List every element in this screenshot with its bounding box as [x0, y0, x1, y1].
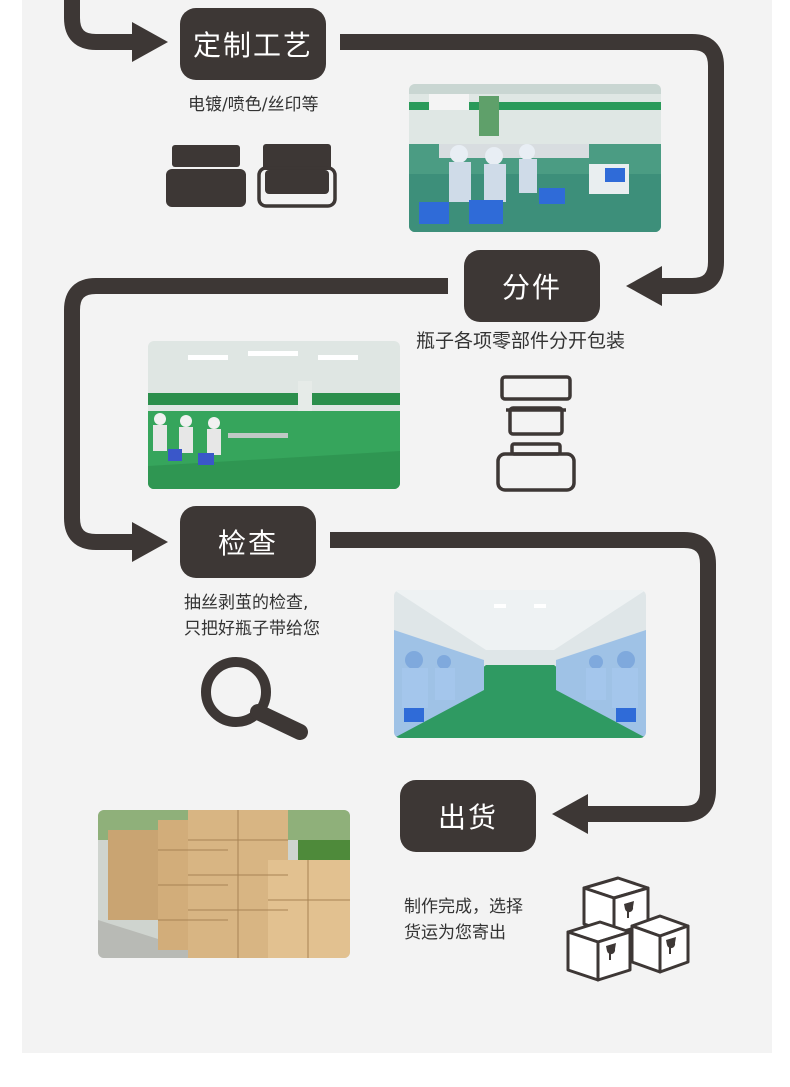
step-custom-craft: 定制工艺 [180, 8, 326, 80]
photo-factory-workshop [409, 84, 661, 232]
arrow-left-1 [626, 266, 662, 306]
step-inspect-desc-1: 抽丝剥茧的检查, [184, 593, 309, 613]
step-ship-desc-2: 货运为您寄出 [404, 923, 506, 943]
step-custom-craft-desc: 电镀/喷色/丝印等 [188, 95, 319, 115]
photo-cartons [98, 810, 350, 958]
jar-parts-icon [496, 375, 576, 492]
step-ship: 出货 [400, 780, 536, 852]
jar-lids-icon [166, 144, 337, 208]
step-ship-desc-1: 制作完成，选择 [404, 897, 523, 917]
step-inspect: 检查 [180, 506, 316, 578]
photo-inspection-line [394, 590, 646, 738]
fragile-boxes-icon [566, 876, 690, 982]
step-separate-desc: 瓶子各项零部件分开包装 [416, 330, 626, 352]
arrow-right-2 [132, 522, 168, 562]
arrow-left-2 [552, 794, 588, 834]
arrow-right-1 [132, 22, 168, 62]
photo-clean-room [148, 341, 400, 489]
magnifier-icon [201, 657, 308, 740]
step-inspect-desc-2: 只把好瓶子带给您 [184, 619, 320, 639]
step-separate: 分件 [464, 250, 600, 322]
